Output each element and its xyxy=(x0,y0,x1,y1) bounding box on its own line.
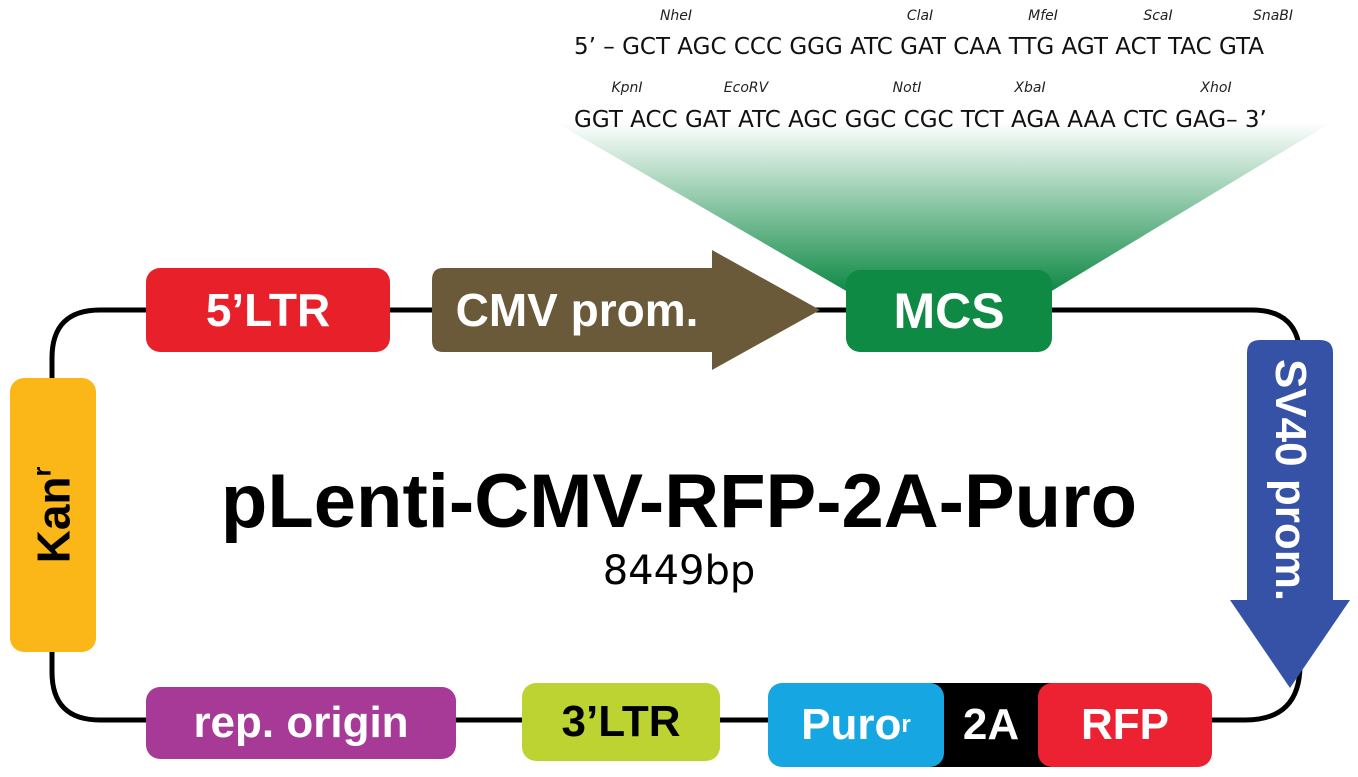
puro-superscript: r xyxy=(901,711,911,738)
restriction-site-label: SnaBI xyxy=(1252,8,1294,24)
restriction-site-label: NotI xyxy=(892,80,922,96)
cmv-promoter-arrow xyxy=(432,250,820,370)
cmv-promoter-label: CMV prom. xyxy=(455,284,699,336)
ltr3-label: 3’LTR xyxy=(561,697,681,746)
mcs-expansion-fan xyxy=(555,122,1332,292)
cmv-promoter-feature: CMV prom. xyxy=(432,268,722,352)
ltr5-label: 5’LTR xyxy=(205,284,331,336)
mcs-label: MCS xyxy=(893,283,1005,339)
puro-label: Puro xyxy=(801,700,902,749)
ltr5-feature: 5’LTR xyxy=(146,268,390,352)
plasmid-title: pLenti-CMV-RFP-2A-Puro xyxy=(220,459,1138,544)
ltr3-feature: 3’LTR xyxy=(522,683,720,761)
restriction-site-label: NheI xyxy=(659,8,693,24)
restriction-site-label: ScaI xyxy=(1143,8,1173,24)
restriction-site-label: KpnI xyxy=(611,80,643,96)
restriction-site-label: XhoI xyxy=(1200,80,1232,96)
restriction-site-label: XbaI xyxy=(1014,80,1046,96)
mcs-feature: MCS xyxy=(846,270,1052,352)
restriction-site-label: EcoRV xyxy=(723,80,769,96)
restriction-site-label: MfeI xyxy=(1028,8,1058,24)
kan-resistance-feature: Kanr xyxy=(10,378,96,652)
mcs-sequence-line-2: GGT ACC GAT ATC AGC GGC CGC TCT AGA AAA … xyxy=(574,107,1267,133)
rfp-feature: RFP xyxy=(1038,683,1212,767)
rep-origin-label: rep. origin xyxy=(193,698,409,747)
plasmid-size: 8449bp xyxy=(602,548,756,594)
sv40-promoter-arrow xyxy=(1230,340,1350,688)
rfp-label: RFP xyxy=(1081,700,1169,749)
mcs-sequence-line-1: 5’ – GCT AGC CCC GGG ATC GAT CAA TTG AGT… xyxy=(574,34,1264,60)
restriction-site-label: ClaI xyxy=(906,8,934,24)
t2a-label: 2A xyxy=(962,700,1020,749)
rep-origin-feature: rep. origin xyxy=(146,687,456,759)
